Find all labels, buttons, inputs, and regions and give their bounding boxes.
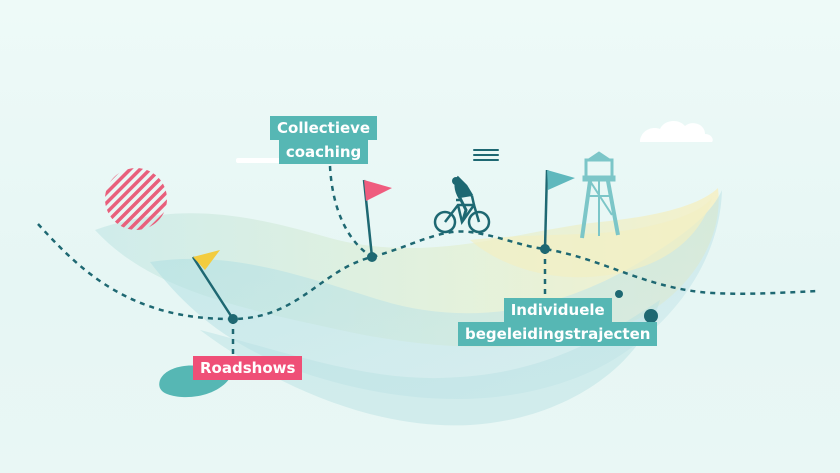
label-line: Collectieve xyxy=(270,116,378,140)
label-line: Roadshows xyxy=(193,356,303,380)
flag-icon xyxy=(543,169,575,250)
label-line: Individuele xyxy=(503,298,612,322)
dot-small xyxy=(615,290,623,298)
cloud-icon xyxy=(640,120,713,142)
flag-icon xyxy=(362,179,392,258)
hill-front xyxy=(200,300,660,426)
connector-coaching xyxy=(328,165,373,259)
label-roadshows: Roadshows xyxy=(193,356,303,380)
label-collectieve-coaching: Collectieve coaching xyxy=(270,116,378,164)
hill-middle xyxy=(150,190,722,400)
label-line: coaching xyxy=(278,140,369,164)
flag-icon xyxy=(191,250,235,320)
wind-lines-icon xyxy=(473,149,499,161)
cyclist-icon xyxy=(433,175,491,234)
route-node-individuele xyxy=(540,244,550,254)
tower-icon xyxy=(580,151,620,239)
label-line: begeleidingstrajecten xyxy=(458,322,658,346)
route-node-coaching xyxy=(367,252,377,262)
label-individuele-begeleidingstrajecten: Individuele begeleidingstrajecten xyxy=(458,298,658,346)
route-node-roadshows xyxy=(228,314,238,324)
striped-sun-icon xyxy=(105,168,167,230)
dot-large xyxy=(644,309,658,323)
hill-yellow xyxy=(470,198,712,278)
